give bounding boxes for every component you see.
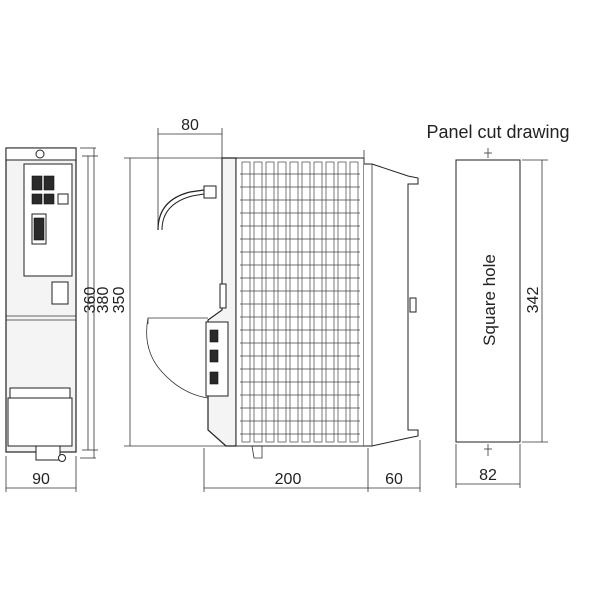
- fin-column: [325, 161, 335, 443]
- display-window: [51, 281, 69, 305]
- fin-column: [277, 161, 287, 443]
- panel-cut-title: Panel cut drawing: [426, 122, 569, 142]
- cut-height-label: 342: [525, 287, 542, 314]
- connector-icon: [31, 175, 43, 191]
- ground-screw-icon: [58, 454, 66, 462]
- front-view: [5, 147, 77, 462]
- front-width-label: 90: [32, 471, 50, 488]
- fin-column: [265, 161, 275, 443]
- heatsink: [235, 157, 365, 447]
- cable-bend-label: 80: [181, 117, 199, 134]
- heatsink-fins: [240, 161, 360, 443]
- fin-column: [253, 161, 263, 443]
- front-height-a-label: 360: [82, 287, 99, 314]
- front-height-dims: 360 380: [80, 147, 112, 459]
- panel-cut-view: Panel cut drawing Square hole 342 82: [426, 122, 570, 488]
- fin-column: [289, 161, 299, 443]
- mount-hole-icon: [35, 149, 45, 159]
- cut-width-label: 82: [479, 467, 497, 484]
- side-height-label: 350: [111, 287, 128, 314]
- depth-fins-label: 60: [385, 471, 403, 488]
- square-hole-outline: [455, 159, 521, 443]
- front-height-b-label: 380: [95, 287, 112, 314]
- fin-column: [337, 161, 347, 443]
- square-hole-label: Square hole: [480, 254, 499, 346]
- fin-column: [301, 161, 311, 443]
- side-view: 350 80: [111, 117, 421, 492]
- fin-column: [241, 161, 251, 443]
- fin-column: [349, 161, 359, 443]
- connector-icon: [43, 175, 55, 191]
- front-width-dim: 90: [5, 456, 77, 492]
- cable-connector-icon: [203, 185, 217, 199]
- fin-column: [313, 161, 323, 443]
- depth-body-label: 200: [275, 471, 302, 488]
